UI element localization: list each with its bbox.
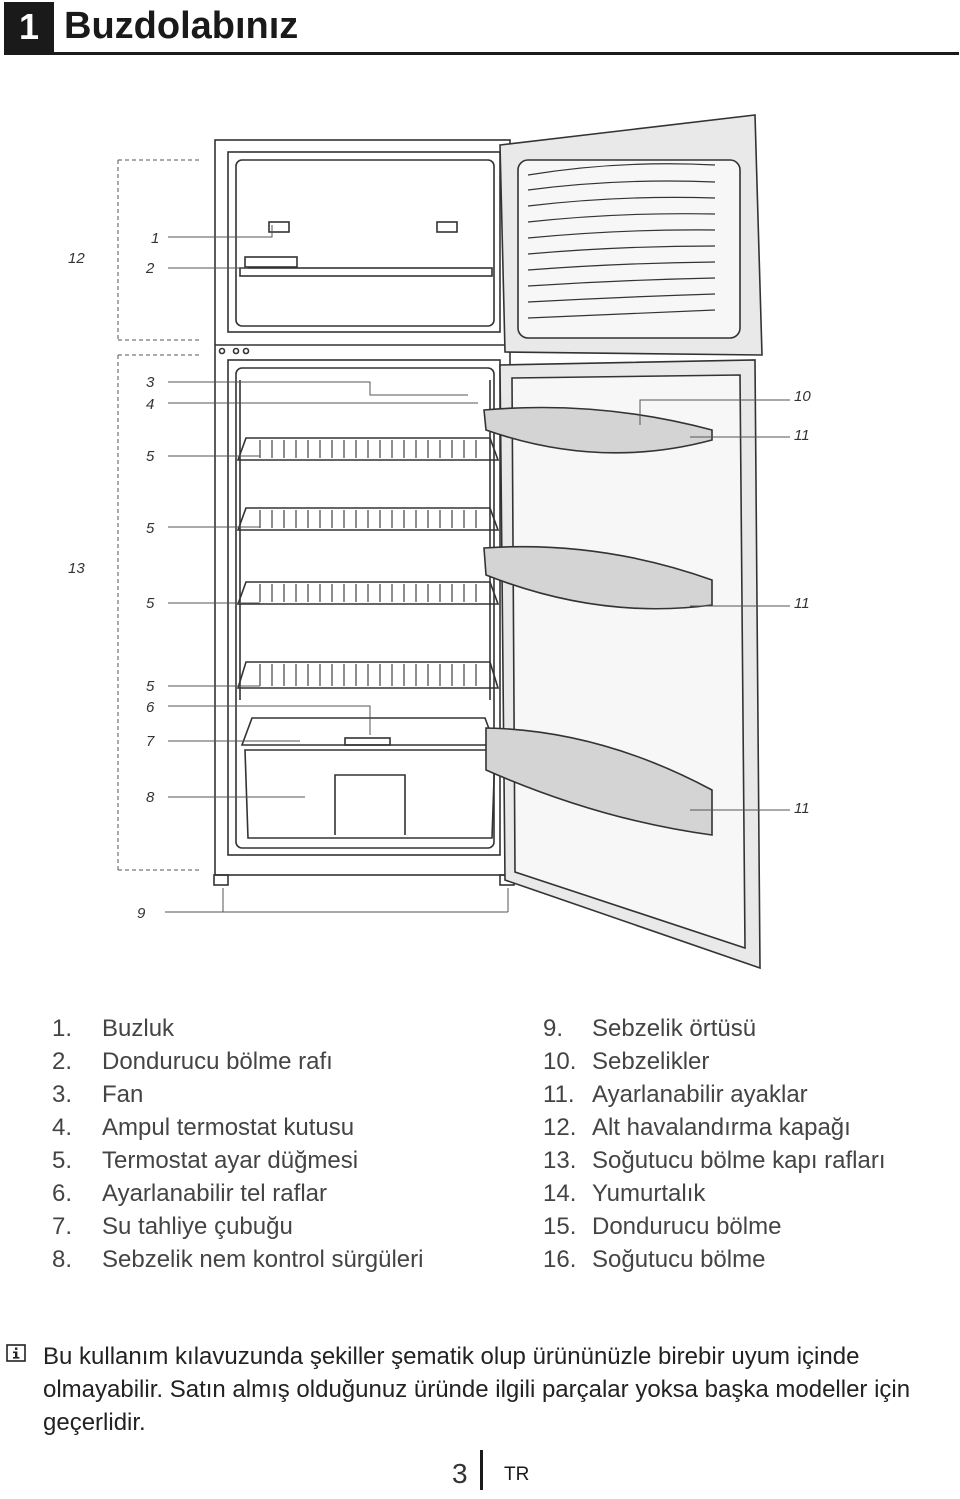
parts-legend-right: 9.Sebzelik örtüsü 10.Sebzelikler 11.Ayar… (543, 1012, 886, 1276)
legend-item: 6.Ayarlanabilir tel raflar (52, 1180, 327, 1207)
callout-label: 13 (68, 560, 85, 577)
legend-item: 3.Fan (52, 1081, 144, 1108)
info-icon (6, 1344, 26, 1362)
callout-label: 11 (794, 595, 810, 612)
callout-label: 8 (146, 789, 155, 806)
language-code: TR (504, 1464, 530, 1485)
section-header: 1 Buzdolabınız (4, 0, 959, 55)
callout-label: 5 (146, 448, 155, 465)
legend-item: 5.Termostat ayar düğmesi (52, 1147, 359, 1174)
callout-label: 5 (146, 678, 155, 695)
crisper-cover (240, 717, 497, 746)
legend-item: 14.Yumurtalık (543, 1180, 706, 1207)
callout-label: 9 (137, 905, 146, 922)
callout-label: 5 (146, 595, 155, 612)
callout-label: 11 (794, 427, 810, 444)
page-footer: 3 TR (0, 1450, 960, 1495)
section-number: 1 (4, 2, 54, 52)
legend-item: 4.Ampul termostat kutusu (52, 1114, 355, 1141)
footer-divider (480, 1450, 483, 1490)
callout-label: 10 (794, 388, 811, 405)
page-number: 3 (452, 1458, 468, 1489)
header-rule (4, 52, 959, 55)
callout-labels: 1 2 12 3 4 5 5 13 5 5 6 7 8 9 10 11 11 1… (68, 230, 811, 922)
refrigerator-diagram: 1 2 12 3 4 5 5 13 5 5 6 7 8 9 10 11 11 1… (0, 60, 960, 980)
legend-item: 12.Alt havalandırma kapağı (543, 1114, 851, 1141)
legend-item: 11.Ayarlanabilir ayaklar (543, 1081, 808, 1108)
legend-item: 8.Sebzelik nem kontrol sürgüleri (52, 1246, 424, 1273)
note-text: Bu kullanım kılavuzunda şekiller şematik… (43, 1343, 911, 1436)
refrigerator-illustration: 1 2 12 3 4 5 5 13 5 5 6 7 8 9 10 11 11 1… (68, 114, 811, 970)
parts-legend-left: 1.Buzluk 2.Dondurucu bölme rafı 3.Fan 4.… (52, 1012, 423, 1276)
section-title: Buzdolabınız (64, 5, 299, 47)
wire-shelves (236, 437, 500, 689)
legend-item: 15.Dondurucu bölme (543, 1213, 782, 1240)
legend-item: 13.Soğutucu bölme kapı rafları (543, 1147, 886, 1174)
door-shelf-middle (483, 545, 713, 610)
legend-item: 9.Sebzelik örtüsü (543, 1015, 757, 1042)
door-shelf-bottom (485, 727, 713, 836)
legend-item: 2.Dondurucu bölme rafı (52, 1048, 333, 1075)
callout-label: 3 (146, 374, 155, 391)
legend-item: 1.Buzluk (52, 1015, 175, 1042)
legend-item: 7.Su tahliye çubuğu (52, 1213, 293, 1240)
callout-label: 12 (68, 250, 85, 267)
legend-item: 16.Soğutucu bölme (543, 1246, 766, 1273)
callout-label: 4 (146, 396, 154, 413)
callout-label: 5 (146, 520, 155, 537)
crisper-drawer (244, 749, 496, 839)
callout-label: 6 (146, 699, 155, 716)
door-shelf-top (483, 406, 713, 454)
callout-label: 7 (146, 733, 155, 750)
callout-label: 1 (151, 230, 159, 247)
callout-label: 11 (794, 800, 810, 817)
callout-label: 2 (145, 260, 155, 277)
legend-item: 10.Sebzelikler (543, 1048, 710, 1075)
